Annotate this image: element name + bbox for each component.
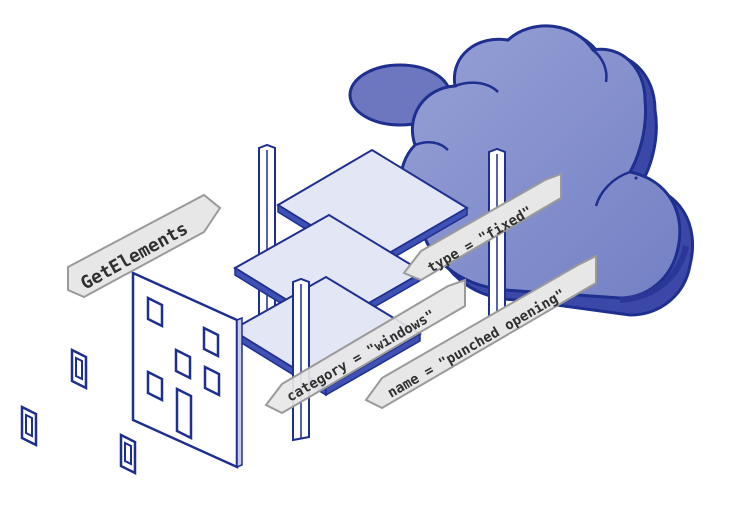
window-element-icon <box>119 432 137 476</box>
rack-post-back-right <box>488 147 506 336</box>
shelving-rack <box>230 143 506 442</box>
building-facade <box>131 271 243 469</box>
facade-door <box>175 386 193 441</box>
facade-window <box>146 369 164 403</box>
facade-window <box>174 347 192 381</box>
rack-post-front <box>292 277 310 442</box>
facade-window <box>202 325 220 359</box>
facade-window <box>203 364 221 398</box>
window-element-icon <box>20 404 38 448</box>
facade-window <box>146 295 164 329</box>
window-element-icon <box>70 347 88 391</box>
